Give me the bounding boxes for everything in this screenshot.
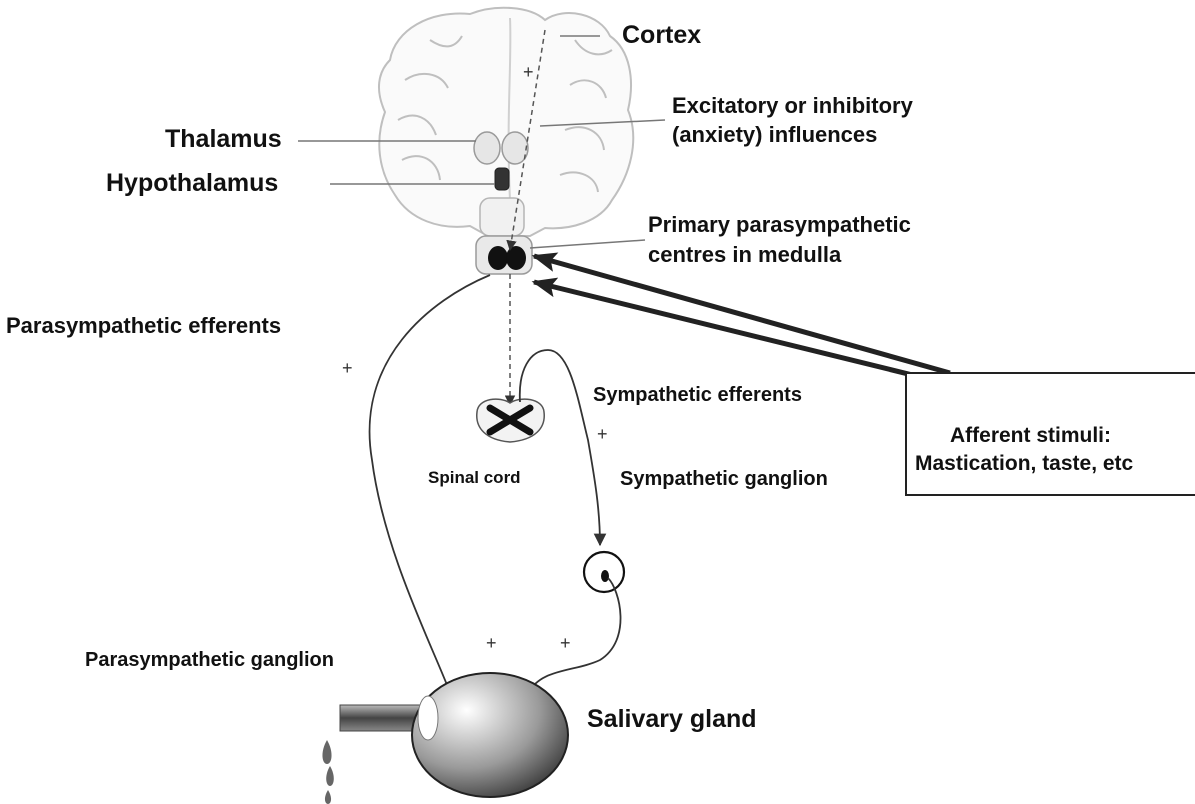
salivary-gland-label: Salivary gland bbox=[587, 704, 757, 734]
spinal-cord-label: Spinal cord bbox=[428, 468, 521, 488]
plus-sign-sympathetic-ganglion: + bbox=[560, 634, 571, 652]
plus-sign-parasympathetic-ganglion: + bbox=[486, 634, 497, 652]
hypothalamus-label: Hypothalamus bbox=[106, 168, 278, 198]
plus-sign-cortex: + bbox=[523, 63, 534, 81]
afferent-label-line2: Mastication, taste, etc bbox=[915, 452, 1133, 476]
plus-sign-parasympathetic-efferents: + bbox=[342, 359, 353, 377]
afferent-stimuli-box: Afferent stimuli: Mastication, taste, et… bbox=[905, 372, 1195, 496]
sympathetic-efferents-label: Sympathetic efferents bbox=[593, 383, 802, 407]
parasympathetic-efferents-label: Parasympathetic efferents bbox=[6, 313, 281, 339]
sympathetic-ganglion-shape bbox=[584, 552, 624, 592]
afferent-arrows bbox=[534, 256, 950, 383]
sympathetic-postganglionic-path bbox=[528, 578, 621, 694]
afferent-label-line1: Afferent stimuli: bbox=[950, 424, 1111, 448]
parasympathetic-efferent-path bbox=[370, 275, 490, 706]
thalamus-label: Thalamus bbox=[165, 124, 282, 154]
influences-label-line1: Excitatory or inhibitory bbox=[672, 93, 913, 119]
salivary-gland-shape bbox=[340, 673, 568, 797]
medulla-label-line2: centres in medulla bbox=[648, 242, 841, 268]
influences-label-line2: (anxiety) influences bbox=[672, 122, 877, 148]
parasympathetic-ganglion-label: Parasympathetic ganglion bbox=[85, 648, 334, 672]
saliva-drops bbox=[322, 740, 333, 804]
cortex-label: Cortex bbox=[622, 20, 701, 50]
hypothalamus-shape bbox=[495, 168, 509, 190]
sympathetic-efferent-path bbox=[520, 350, 600, 545]
plus-sign-sympathetic-efferents: + bbox=[597, 425, 608, 443]
spinal-cord-shape bbox=[477, 399, 544, 442]
medulla-label-line1: Primary parasympathetic bbox=[648, 212, 911, 238]
sympathetic-ganglion-label: Sympathetic ganglion bbox=[620, 467, 828, 491]
parasympathetic-arrow bbox=[410, 600, 448, 692]
